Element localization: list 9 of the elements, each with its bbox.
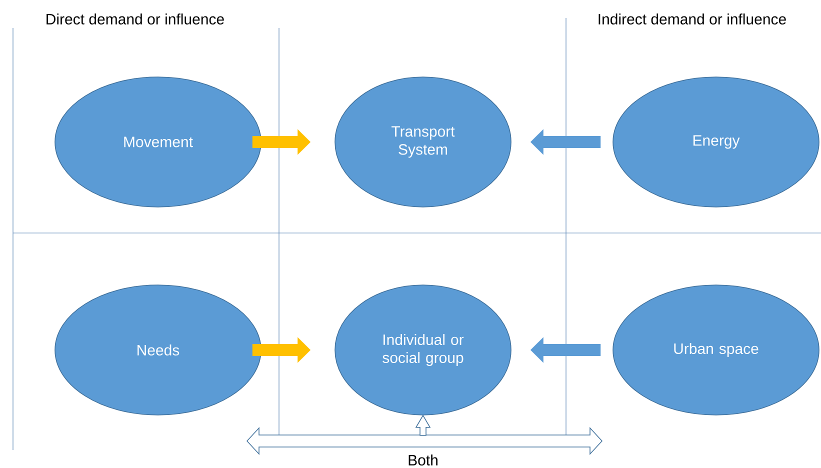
label-text: Direct demand or influence bbox=[46, 14, 224, 24]
ellipse-node: Transport System bbox=[334, 76, 512, 208]
label-text: Indirect demand or influence bbox=[598, 14, 786, 24]
label-text: Both bbox=[408, 454, 438, 466]
ellipse-node: Urban space bbox=[612, 284, 820, 416]
ellipse-node: Energy bbox=[612, 76, 820, 208]
ellipse-node: Needs bbox=[54, 284, 262, 416]
ellipse-node: Movement bbox=[54, 76, 262, 208]
ellipse-node: Individual or social group bbox=[334, 284, 512, 416]
